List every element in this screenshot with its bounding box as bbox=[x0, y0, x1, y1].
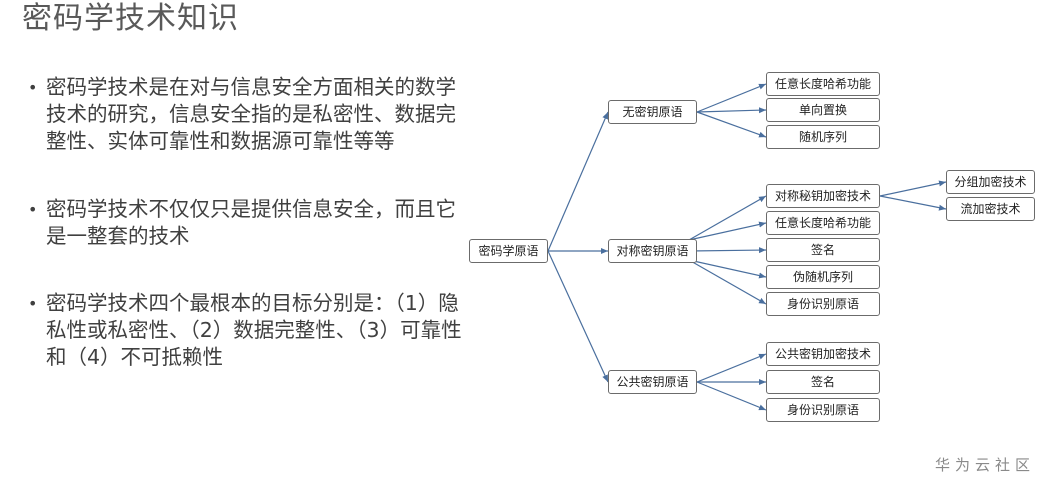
page-title: 密码学技术知识 bbox=[22, 1, 239, 36]
diagram-leaf-node: 任意长度哈希功能 bbox=[766, 72, 880, 96]
watermark: 华为云社区 bbox=[934, 456, 1035, 474]
diagram-leaf-node: 随机序列 bbox=[766, 125, 880, 149]
symmetric-primitive-node: 对称密钥原语 bbox=[608, 239, 697, 263]
public-primitive-node: 公共密钥原语 bbox=[608, 370, 697, 394]
diagram-leaf-node: 签名 bbox=[766, 370, 880, 394]
bullet-dot: • bbox=[28, 78, 38, 97]
bullet-text: 密码学技术四个最根本的目标分别是：（1）隐私性或私密性、（2）数据完整性、（3）… bbox=[46, 291, 462, 369]
diagram-leaf-node: 公共密钥加密技术 bbox=[766, 342, 880, 366]
diagram-subleaf-node: 流加密技术 bbox=[946, 197, 1035, 221]
nokey-primitive-node: 无密钥原语 bbox=[608, 100, 697, 124]
bullet-dot: • bbox=[28, 294, 38, 313]
bullet-item: • 密码学技术不仅仅只是提供信息安全，而且它是一整套的技术 bbox=[28, 196, 476, 250]
diagram-subleaf-node: 分组加密技术 bbox=[946, 170, 1035, 194]
bullet-item: • 密码学技术四个最根本的目标分别是：（1）隐私性或私密性、（2）数据完整性、（… bbox=[28, 290, 476, 371]
bullet-dot: • bbox=[28, 200, 38, 219]
diagram-leaf-node: 任意长度哈希功能 bbox=[766, 211, 880, 235]
diagram-leaf-node: 对称秘钥加密技术 bbox=[766, 184, 880, 208]
bullet-text: 密码学技术是在对与信息安全方面相关的数学技术的研究，信息安全指的是私密性、数据完… bbox=[46, 75, 456, 153]
diagram-leaf-node: 身份识别原语 bbox=[766, 292, 880, 316]
diagram-leaf-node: 身份识别原语 bbox=[766, 398, 880, 422]
diagram-root-node: 密码学原语 bbox=[469, 239, 548, 263]
bullet-text: 密码学技术不仅仅只是提供信息安全，而且它是一整套的技术 bbox=[46, 197, 456, 248]
diagram-leaf-node: 单向置换 bbox=[766, 98, 880, 122]
bullet-item: • 密码学技术是在对与信息安全方面相关的数学技术的研究，信息安全指的是私密性、数… bbox=[28, 74, 476, 155]
diagram-leaf-node: 伪随机序列 bbox=[766, 265, 880, 289]
diagram-leaf-node: 签名 bbox=[766, 238, 880, 262]
